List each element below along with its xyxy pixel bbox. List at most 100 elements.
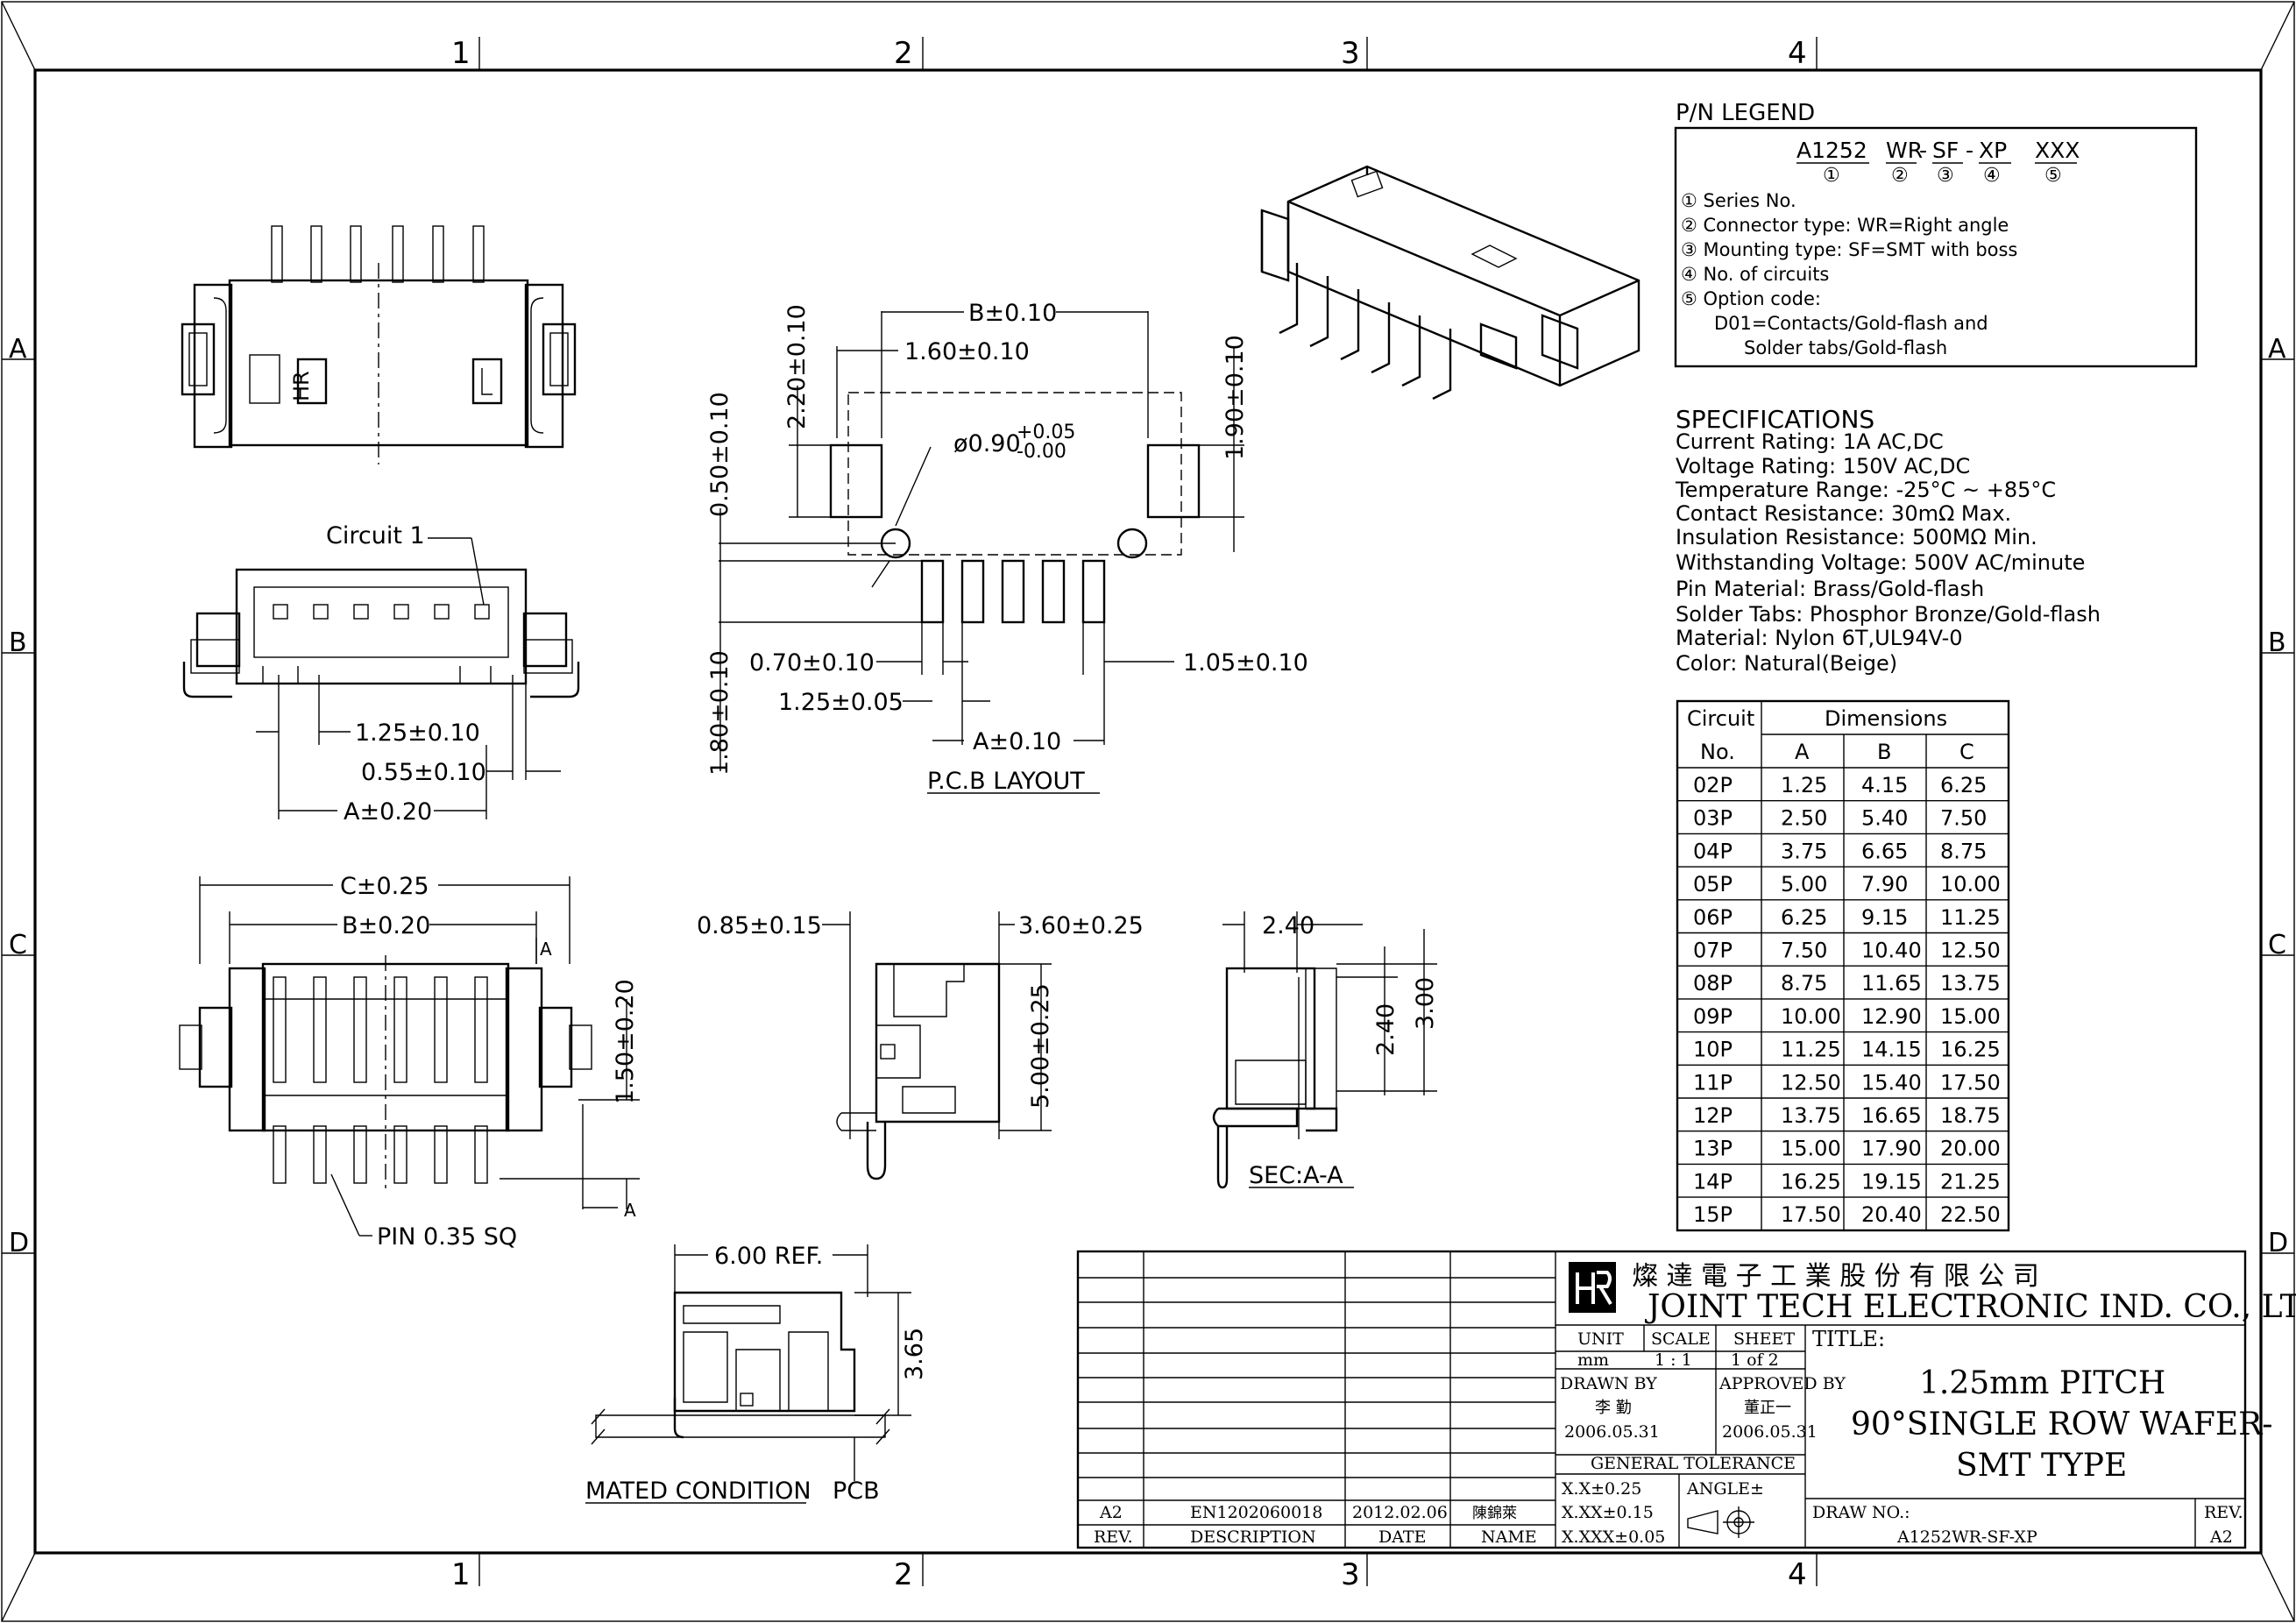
table-cell-circuit: 15P [1693, 1202, 1733, 1227]
table-cell-dimension: 13.75 [1940, 971, 2001, 996]
isometric-view [1260, 165, 1641, 400]
spec-line-8: Solder Tabs: Phosphor Bronze/Gold-flash [1676, 602, 2101, 627]
unit-value: mm [1577, 1350, 1609, 1370]
pn-legend-title: P/N LEGEND [1676, 100, 1815, 126]
draw-no-value: A1252WR-SF-XP [1896, 1527, 2037, 1547]
section-a-a-label: SEC:A-A [1249, 1162, 1343, 1189]
approved-by-name: 董正一 [1744, 1399, 1791, 1417]
front-view: Circuit 1 1.25±0.10 0.55±0.10 A±0.20 [182, 522, 580, 826]
hole-tol-plus: +0.05 [1017, 422, 1075, 443]
approved-date: 2006.05.31 [1722, 1422, 1818, 1442]
circuit-1-label: Circuit 1 [326, 522, 425, 549]
table-cell-dimension: 18.75 [1940, 1103, 2001, 1128]
table-cell-dimension: 7.90 [1861, 872, 1908, 897]
d-180-dim: 1.80±0.10 [706, 650, 733, 776]
scale-label: SCALE [1651, 1329, 1711, 1349]
table-cell-dimension: 16.25 [1940, 1038, 2001, 1062]
pn-mark-2: ② [1891, 165, 1909, 187]
pcb-label: PCB [833, 1478, 880, 1505]
bottom-view-pins [273, 976, 488, 1184]
table-cell-circuit: 02P [1693, 773, 1733, 797]
c-025-dim: C±0.25 [340, 873, 429, 900]
table-cell-dimension: 7.50 [1781, 939, 1827, 963]
pn-code-option: XXX [2035, 138, 2080, 163]
table-cell-dimension: 13.75 [1781, 1103, 1841, 1128]
border-labels: 1 2 3 4 1 2 3 4 A B C D A B C D [9, 36, 2288, 1592]
table-cell-circuit: 14P [1693, 1169, 1733, 1194]
table-cell-circuit: 08P [1693, 971, 1733, 996]
table-cell-dimension: 10.00 [1781, 1004, 1841, 1029]
rev-value: A2 [2209, 1527, 2233, 1547]
pn-code-circuits: XP [1979, 138, 2007, 163]
table-cell-dimension: 12.90 [1861, 1004, 1922, 1029]
rev-row-date: 2012.02.06 [1352, 1503, 1448, 1522]
col-label-1-bottom: 1 [451, 1557, 471, 1592]
section-a-top: A [540, 939, 552, 960]
table-cell-dimension: 21.25 [1940, 1169, 2001, 1194]
table-cell-circuit: 09P [1693, 1004, 1733, 1029]
general-tolerance-label: GENERAL TOLERANCE [1591, 1454, 1796, 1473]
a-020-dim-front: A±0.20 [344, 798, 432, 826]
pn-code-dash1: - [1919, 138, 1927, 163]
sheet-value: 1 of 2 [1731, 1350, 1779, 1370]
h-150-dim: 1.50±0.20 [612, 979, 639, 1104]
company-name-chinese: 燦 達 電 子 工 業 股 份 有 限 公 司 [1632, 1261, 2039, 1292]
table-cell-dimension: 7.50 [1940, 806, 1987, 831]
d-240-top-dim: 2.40 [1262, 912, 1315, 939]
table-cell-dimension: 5.40 [1861, 806, 1908, 831]
pn-mark-5: ⑤ [2044, 165, 2062, 187]
pn-mark-1: ① [1823, 165, 1840, 187]
table-cell-dimension: 20.40 [1861, 1202, 1922, 1227]
col-label-4-bottom: 4 [1788, 1557, 1807, 1592]
rev-header-date: DATE [1378, 1527, 1426, 1547]
hr-mark: HR [289, 371, 314, 401]
rev-header-rev: REV. [1094, 1527, 1133, 1547]
spec-line-9: Material: Nylon 6T,UL94V-0 [1676, 626, 1963, 650]
b-020-dim: B±0.20 [342, 912, 430, 939]
title-line-3: SMT TYPE [1956, 1448, 2127, 1484]
table-cell-dimension: 11.25 [1781, 1038, 1841, 1062]
mated-condition-label: MATED CONDITION [585, 1478, 811, 1505]
tolerance-3: X.XXX±0.05 [1562, 1527, 1665, 1547]
table-cell-circuit: 06P [1693, 905, 1733, 930]
table-cell-dimension: 17.50 [1940, 1070, 2001, 1095]
d-600-dim: 6.00 REF. [714, 1243, 823, 1270]
d-240-side-dim: 2.40 [1372, 1003, 1400, 1056]
section-a-a: 2.40 2.40 3.00 SEC:A-A [1212, 911, 1439, 1189]
title-line-2: 90°SINGLE ROW WAFER- [1851, 1407, 2272, 1442]
spec-title: SPECIFICATIONS [1676, 405, 1874, 434]
pn-legend: P/N LEGEND A1252 WR - SF - XP XXX ① ② ③ … [1674, 100, 2198, 368]
table-cell-dimension: 9.15 [1861, 905, 1908, 930]
table-header-a: A [1795, 740, 1810, 764]
table-header-circuit: Circuit [1687, 706, 1754, 731]
row-label-a: A [9, 334, 27, 365]
table-cell-dimension: 2.50 [1781, 806, 1827, 831]
spec-line-1: Current Rating: 1A AC,DC [1676, 429, 1944, 454]
projection-symbol-icon [1687, 1506, 1754, 1538]
company-name-english: JOINT TECH ELECTRONIC IND. CO., LTD. [1644, 1289, 2296, 1325]
drawn-by-label: DRAWN BY [1560, 1374, 1657, 1393]
bottom-view: C±0.25 B±0.20 A [179, 873, 640, 1251]
width-055-dim: 0.55±0.10 [361, 759, 486, 786]
drawn-date: 2006.05.31 [1564, 1422, 1660, 1442]
pcb-layout: B±0.10 1.60±0.10 2.20±0.10 0.50±0.10 1.8… [706, 300, 1308, 795]
b-010-dim: B±0.10 [968, 300, 1057, 327]
col-label-2: 2 [894, 36, 913, 71]
table-cell-circuit: 03P [1693, 806, 1733, 831]
spec-line-3: Temperature Range: -25°C ~ +85°C [1675, 478, 2056, 502]
d-190-dim: 1.90±0.10 [1222, 335, 1249, 460]
a-010-dim: A±0.10 [973, 728, 1061, 755]
d-220-dim: 2.20±0.10 [783, 304, 811, 429]
legend-line-6: D01=Contacts/Gold-flash and [1714, 313, 1988, 334]
side-view: 0.85±0.15 3.60±0.25 5.00±0.25 [697, 911, 1144, 1180]
table-cell-dimension: 6.65 [1861, 839, 1908, 863]
table-cell-dimension: 8.75 [1781, 971, 1827, 996]
top-view: HR [181, 225, 577, 464]
table-header-no: No. [1700, 740, 1735, 764]
legend-line-4: ④ No. of circuits [1681, 264, 1829, 285]
table-cell-dimension: 12.50 [1940, 939, 2001, 963]
rev-row-name: 陳錦萊 [1472, 1505, 1517, 1522]
